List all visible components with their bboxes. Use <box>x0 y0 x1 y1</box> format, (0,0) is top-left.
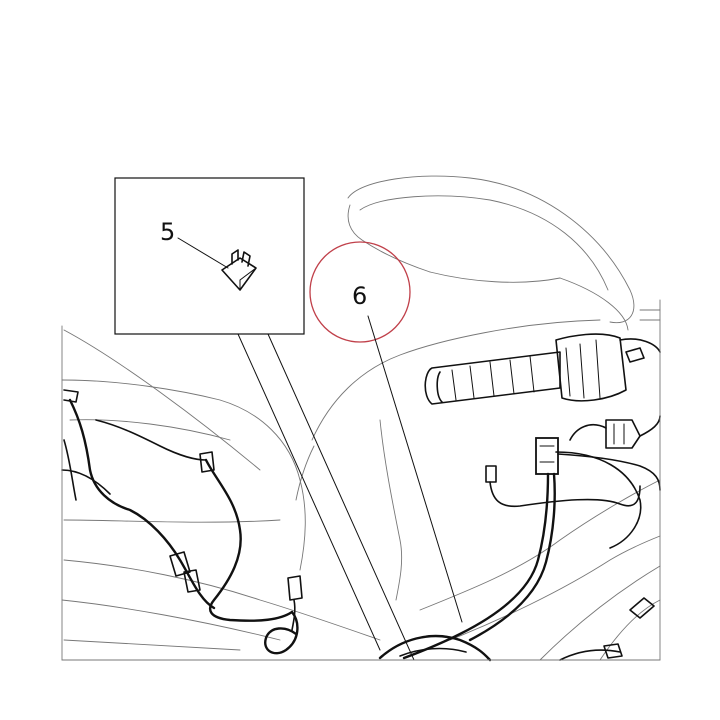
inset-leader-lines <box>237 333 415 661</box>
callout-5-label: 5 <box>160 218 175 246</box>
inset-detail-box: 5 <box>114 177 305 335</box>
callout-5-leader <box>177 237 229 269</box>
crop-edges <box>61 299 661 661</box>
wiring-harness <box>61 389 661 662</box>
handlebar-grip <box>424 333 661 405</box>
fuse-icon <box>221 249 257 291</box>
callout-6-label: 6 <box>352 282 367 310</box>
callout-6-highlight: 6 <box>309 241 463 623</box>
vehicle-body-outline <box>61 175 661 661</box>
connector-icon <box>485 419 641 483</box>
callout-6-leader <box>367 315 463 623</box>
